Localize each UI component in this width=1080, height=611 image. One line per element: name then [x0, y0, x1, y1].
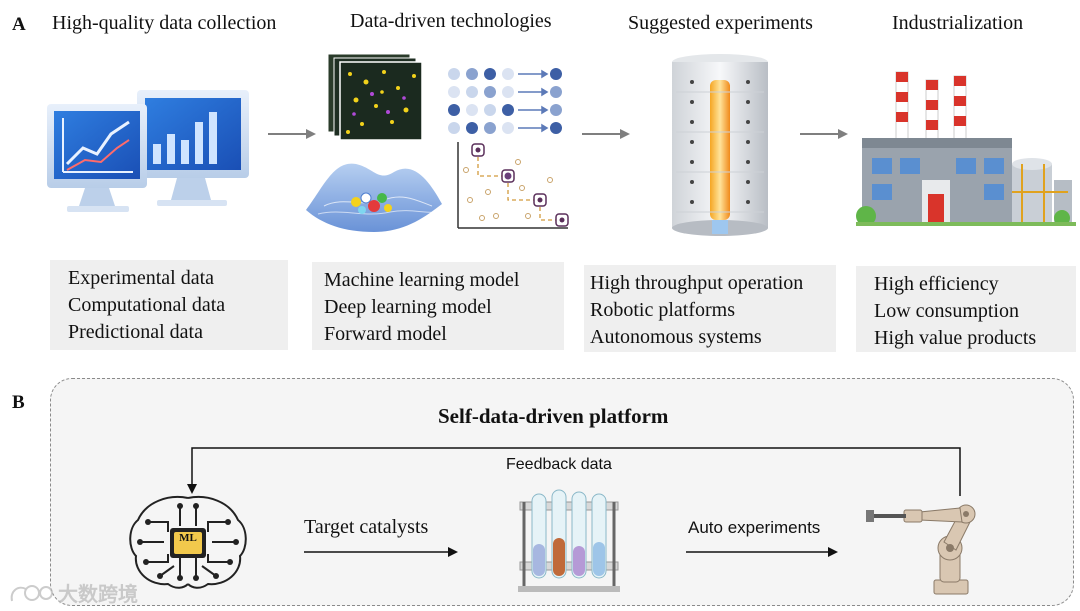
flow-arrow-1: [268, 129, 316, 139]
auto-experiments-arrow: [686, 547, 838, 557]
optimization-path-icon: [457, 142, 569, 229]
column-title-data-collection: High-quality data collection: [52, 12, 277, 34]
data-driven-item: Machine learning model: [324, 269, 520, 291]
data-grid-icon: [448, 68, 562, 134]
data-driven-item: Forward model: [324, 323, 447, 345]
data-collection-box: Experimental data Computational data Pre…: [50, 260, 288, 350]
data-driven-item: Deep learning model: [324, 296, 492, 318]
industrialization-box: High efficiency Low consumption High val…: [856, 266, 1076, 352]
suggested-experiments-item: High throughput operation: [590, 272, 804, 294]
watermark-logo-icon: [10, 584, 53, 601]
platform-title: Self-data-driven platform: [438, 404, 669, 428]
panel-b-letter: B: [12, 392, 25, 413]
industrialization-item: High efficiency: [874, 273, 999, 295]
data-collection-item: Predictional data: [68, 321, 203, 343]
robot-arm-icon: [866, 504, 976, 595]
data-driven-box: Machine learning model Deep learning mod…: [312, 262, 564, 350]
feedback-loop-line: [187, 447, 961, 496]
flow-arrow-2: [582, 129, 630, 139]
column-title-industrialization: Industrialization: [892, 12, 1024, 34]
suggested-experiments-box: High throughput operation Robotic platfo…: [584, 265, 836, 352]
monitor-chart-icon: [47, 90, 249, 212]
flow-arrow-3: [800, 129, 848, 139]
column-title-suggested-experiments: Suggested experiments: [628, 12, 813, 34]
industrialization-item: Low consumption: [874, 300, 1019, 322]
watermark: 大数跨境: [8, 578, 138, 607]
target-catalysts-label: Target catalysts: [304, 516, 429, 538]
factory-icon: [856, 71, 1076, 226]
micrograph-stack-icon: [327, 53, 423, 141]
ml-chip-label: ML: [179, 532, 197, 544]
test-tube-rack-icon: [518, 489, 620, 592]
suggested-experiments-item: Autonomous systems: [590, 326, 762, 348]
watermark-text: 大数跨境: [58, 584, 138, 606]
data-collection-item: Computational data: [68, 294, 226, 316]
brain-chip-icon: [129, 496, 247, 589]
industrialization-item: High value products: [874, 327, 1037, 349]
column-title-data-driven: Data-driven technologies: [350, 10, 552, 32]
suggested-experiments-item: Robotic platforms: [590, 299, 735, 321]
panel-a-letter: A: [12, 14, 26, 35]
auto-experiments-label: Auto experiments: [688, 518, 821, 537]
reactor-column-icon: [672, 54, 768, 236]
feedback-data-label: Feedback data: [506, 456, 612, 473]
target-catalysts-arrow: [304, 547, 458, 557]
data-collection-item: Experimental data: [68, 267, 215, 289]
energy-landscape-icon: [306, 163, 442, 232]
